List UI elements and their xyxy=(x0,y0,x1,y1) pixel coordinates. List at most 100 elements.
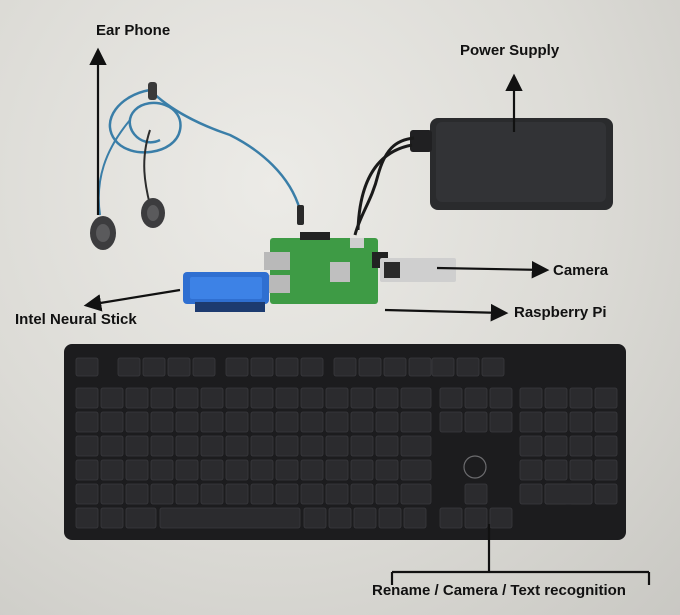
keyboard-key xyxy=(489,507,513,529)
keyboard-key xyxy=(569,387,593,409)
keyboard-key xyxy=(75,357,99,377)
keyboard-key xyxy=(594,387,618,409)
keyboard-key xyxy=(400,459,432,481)
keyboard-key xyxy=(192,357,216,377)
keyboard-key xyxy=(300,411,324,433)
keyboard-key xyxy=(167,357,191,377)
keyboard-key xyxy=(383,357,407,377)
keyboard-key xyxy=(300,483,324,505)
keyboard-key xyxy=(439,411,463,433)
camera-module xyxy=(380,258,456,282)
power-supply-label: Power Supply xyxy=(460,42,560,59)
keyboard-key xyxy=(350,459,374,481)
keyboard-key xyxy=(100,387,124,409)
keyboard-key xyxy=(328,507,352,529)
keyboard-key xyxy=(150,411,174,433)
keyboard-key xyxy=(100,435,124,457)
raspberry-pi-label: Raspberry Pi xyxy=(514,304,607,321)
keyboard-key xyxy=(125,459,149,481)
keyboard-key xyxy=(544,483,593,505)
keyboard-key xyxy=(150,435,174,457)
keyboard-key xyxy=(125,411,149,433)
intel-neural-stick xyxy=(183,272,269,312)
keyboard-key xyxy=(117,357,141,377)
keyboard-key xyxy=(594,435,618,457)
keyboard-key xyxy=(375,387,399,409)
keyboard-key xyxy=(375,483,399,505)
keyboard-key xyxy=(225,387,249,409)
keyboard-key xyxy=(300,435,324,457)
keyboard xyxy=(64,344,626,540)
keyboard-key xyxy=(519,483,543,505)
keyboard-key xyxy=(400,411,432,433)
keyboard-key xyxy=(300,357,324,377)
keyboard-key xyxy=(100,411,124,433)
keyboard-key xyxy=(200,459,224,481)
keyboard-key xyxy=(225,357,249,377)
keyboard-key xyxy=(125,387,149,409)
keyboard-functions-label: Rename / Camera / Text recognition xyxy=(372,582,626,599)
keyboard-key xyxy=(125,483,149,505)
keyboard-key xyxy=(75,459,99,481)
keyboard-key xyxy=(519,411,543,433)
keyboard-key xyxy=(75,387,99,409)
keyboard-key xyxy=(350,483,374,505)
earphones xyxy=(90,82,304,250)
keyboard-key xyxy=(544,435,568,457)
keyboard-key xyxy=(75,435,99,457)
keyboard-key xyxy=(353,507,377,529)
ear-phone-label: Ear Phone xyxy=(96,22,171,39)
keyboard-key xyxy=(150,483,174,505)
keyboard-key xyxy=(481,357,505,377)
keyboard-key xyxy=(175,387,199,409)
keyboard-key xyxy=(594,483,618,505)
intel-neural-stick-label: Intel Neural Stick xyxy=(15,311,137,328)
keyboard-key xyxy=(200,387,224,409)
keyboard-key xyxy=(225,483,249,505)
keyboard-key xyxy=(125,507,157,529)
keyboard-key xyxy=(175,435,199,457)
keyboard-key xyxy=(464,411,488,433)
keyboard-key xyxy=(519,435,543,457)
keyboard-key xyxy=(325,483,349,505)
keyboard-key xyxy=(350,387,374,409)
keyboard-key xyxy=(350,411,374,433)
keyboard-key xyxy=(569,459,593,481)
camera-label: Camera xyxy=(553,262,609,279)
keyboard-key xyxy=(464,387,488,409)
keyboard-key xyxy=(100,483,124,505)
keyboard-key xyxy=(100,459,124,481)
keyboard-key xyxy=(250,357,274,377)
keyboard-key xyxy=(175,459,199,481)
keyboard-key xyxy=(250,411,274,433)
keyboard-key xyxy=(431,357,455,377)
keyboard-key xyxy=(275,357,299,377)
keyboard-key xyxy=(408,357,432,377)
keyboard-key xyxy=(300,459,324,481)
keyboard-key xyxy=(300,387,324,409)
keyboard-key xyxy=(439,387,463,409)
keyboard-key xyxy=(544,387,568,409)
keyboard-key xyxy=(275,483,299,505)
keyboard-key xyxy=(75,483,99,505)
keyboard-key xyxy=(303,507,327,529)
keyboard-key xyxy=(125,435,149,457)
keyboard-key xyxy=(275,387,299,409)
keyboard-key xyxy=(544,459,568,481)
keyboard-key xyxy=(142,357,166,377)
keyboard-key xyxy=(594,411,618,433)
keyboard-key xyxy=(400,483,432,505)
keyboard-key xyxy=(375,411,399,433)
raspberry-pi-board xyxy=(264,232,388,304)
keyboard-key xyxy=(464,507,488,529)
keyboard-key xyxy=(150,459,174,481)
keyboard-key xyxy=(569,435,593,457)
power-supply xyxy=(353,118,613,236)
keyboard-key xyxy=(159,507,301,529)
keyboard-key xyxy=(325,411,349,433)
keyboard-key xyxy=(150,387,174,409)
keyboard-key xyxy=(400,435,432,457)
keyboard-key xyxy=(403,507,427,529)
keyboard-key xyxy=(275,411,299,433)
